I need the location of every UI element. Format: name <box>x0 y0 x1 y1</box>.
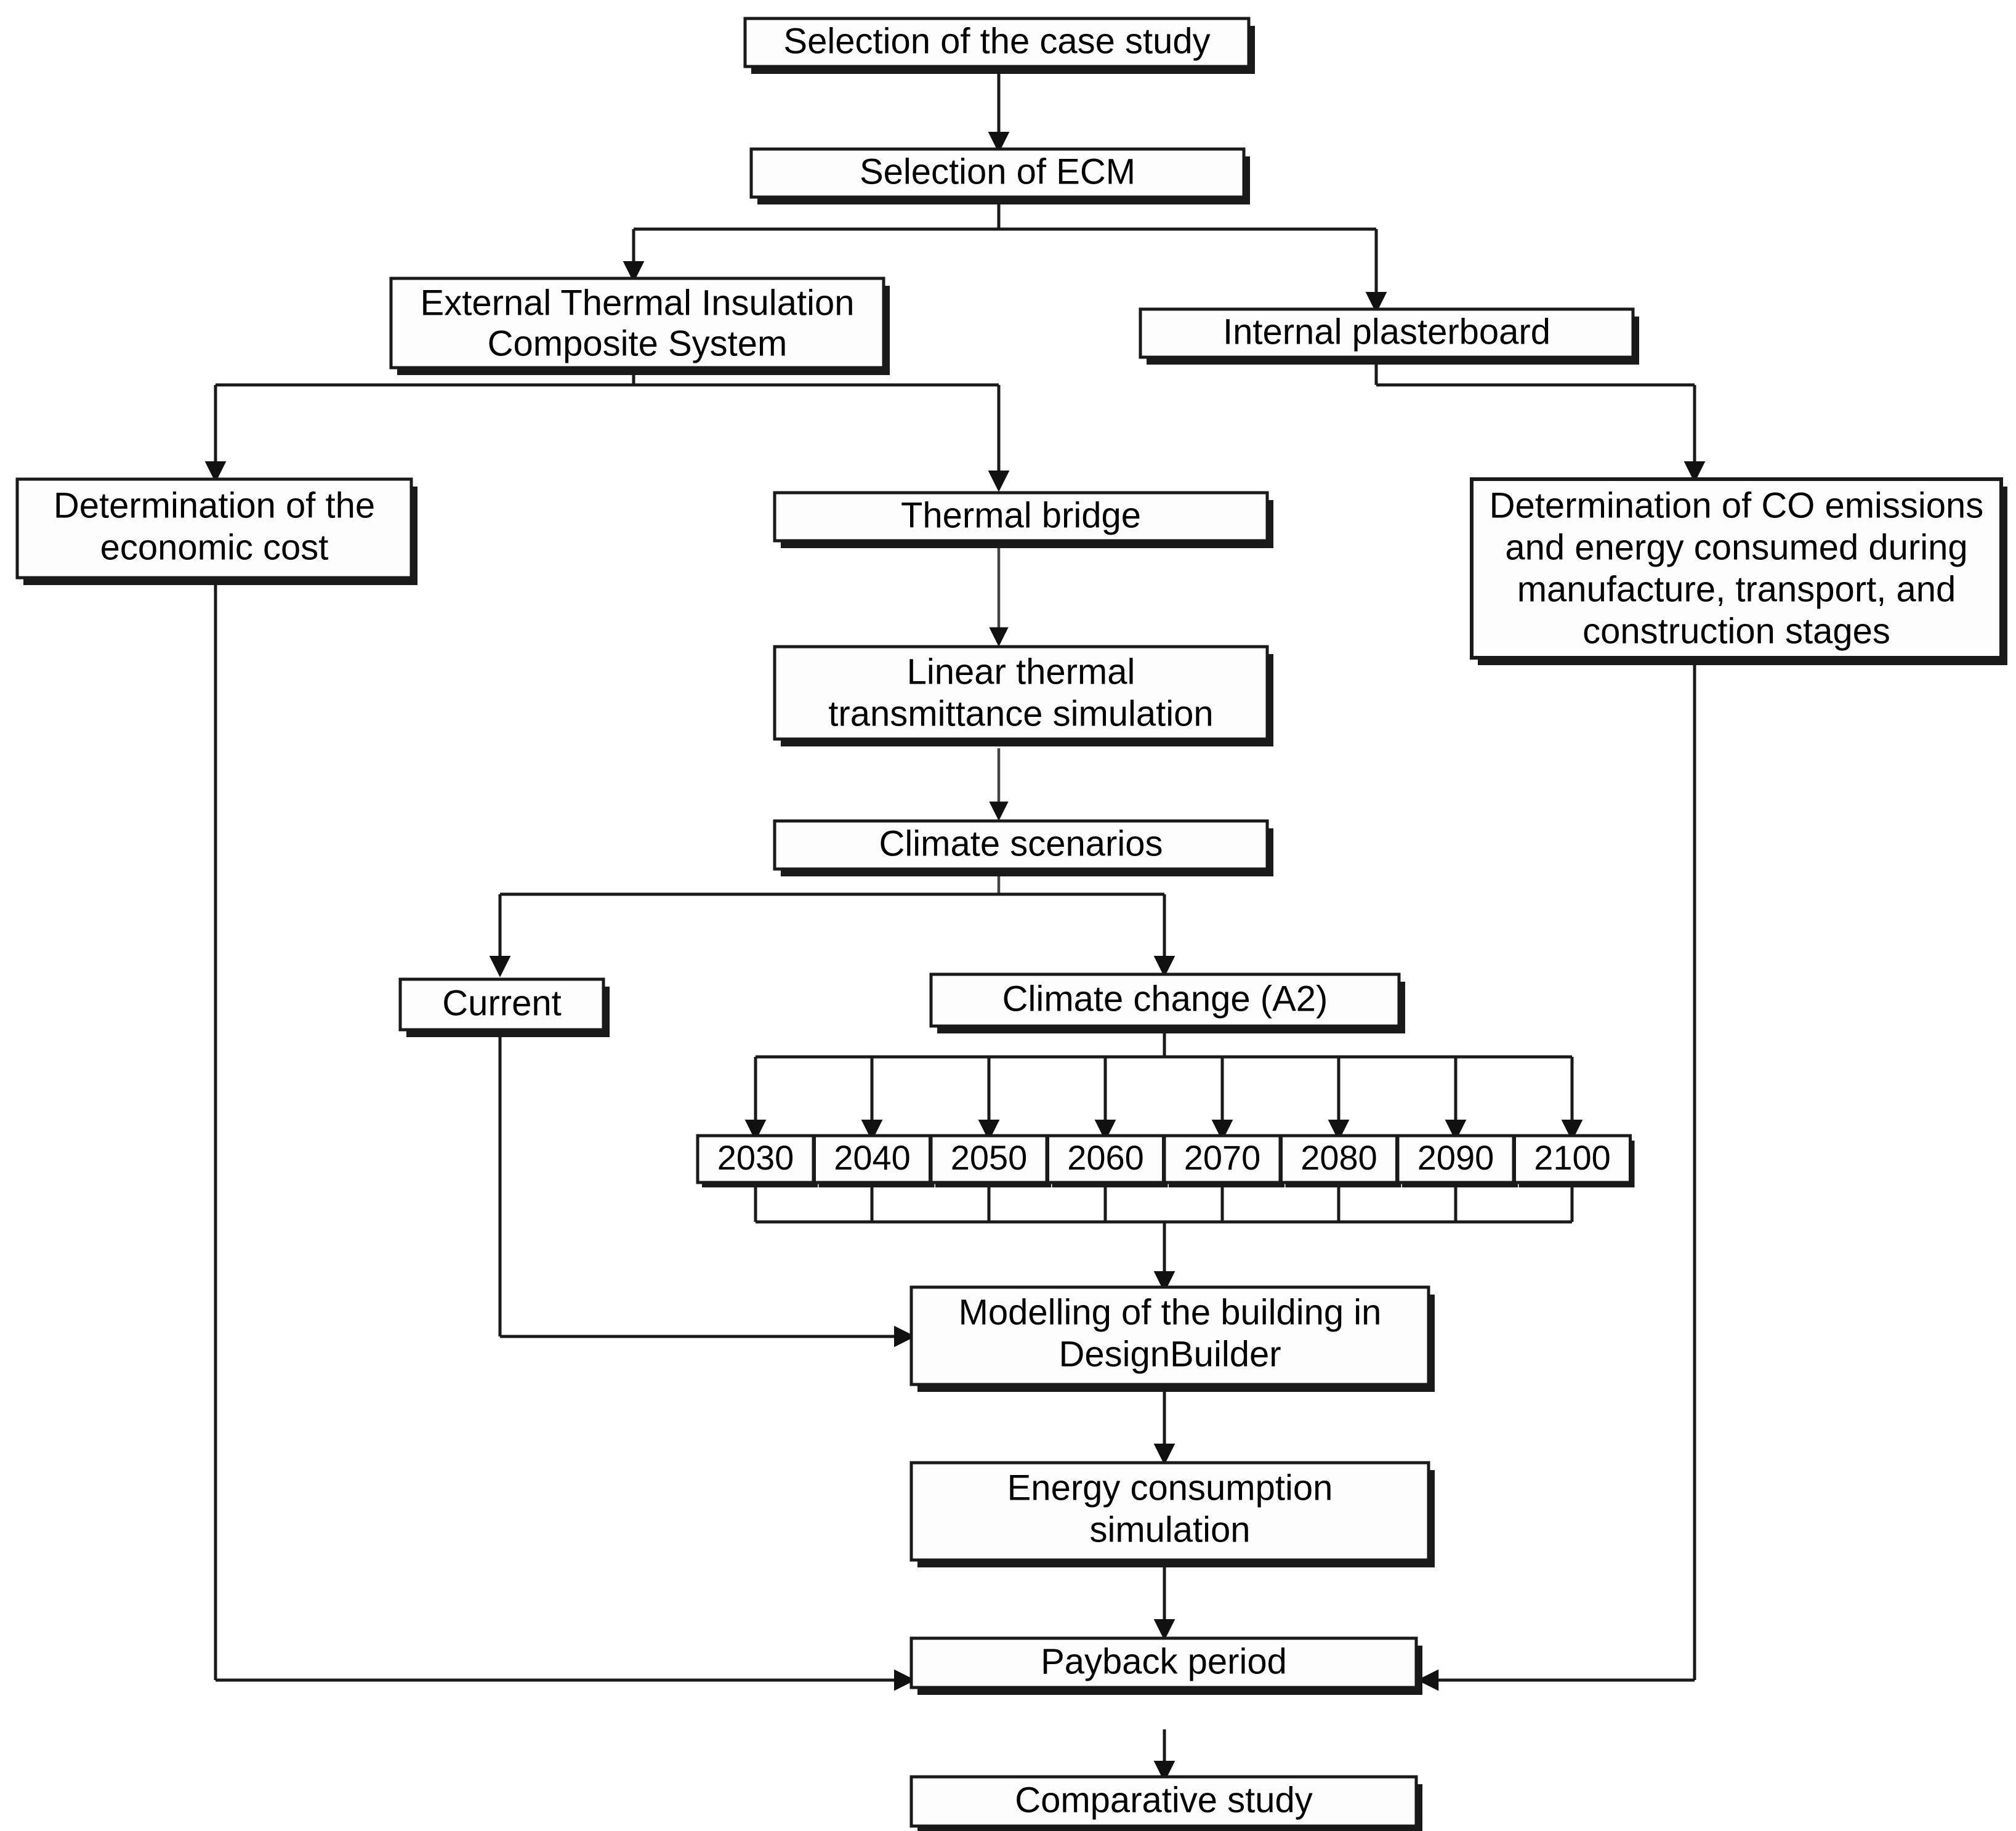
node-label-case-study: Selection of the case study <box>783 21 1210 61</box>
node-comparative-study[interactable]: Comparative study <box>909 1775 1422 1831</box>
node-internal-plasterboard[interactable]: Internal plasterboard <box>1139 307 1639 365</box>
edge-years-merge <box>754 1182 1574 1293</box>
edge-climatechange-to-years <box>744 1027 1583 1141</box>
node-climate-change[interactable]: Climate change (A2) <box>929 972 1405 1033</box>
node-label-payback: Payback period <box>1041 1641 1287 1681</box>
node-label-ecm: Selection of ECM <box>860 152 1135 192</box>
node-label-modelling-line2: DesignBuilder <box>1058 1334 1281 1374</box>
node-label-etics-line1: External Thermal Insulation <box>421 283 855 323</box>
node-label-year-2080: 2080 <box>1300 1138 1377 1177</box>
node-label-comparative: Comparative study <box>1015 1780 1313 1820</box>
node-label-year-2090: 2090 <box>1417 1138 1494 1177</box>
node-modelling-designbuilder[interactable]: Modelling of the building in DesignBuild… <box>909 1285 1435 1392</box>
node-thermal-bridge[interactable]: Thermal bridge <box>773 491 1273 548</box>
node-payback-period[interactable]: Payback period <box>909 1636 1422 1695</box>
node-label-year-2030: 2030 <box>717 1138 794 1177</box>
node-year-2070[interactable]: 2070 <box>1163 1134 1284 1187</box>
edge-etics-split <box>204 366 1010 492</box>
node-label-year-2100: 2100 <box>1534 1138 1611 1177</box>
edge-scenarios-split <box>489 865 1175 977</box>
node-label-linear-line2: transmittance simulation <box>828 693 1213 734</box>
node-label-plasterboard: Internal plasterboard <box>1223 312 1550 352</box>
node-label-co2-line1: Determination of CO emissions <box>1490 485 1984 525</box>
node-selection-ecm[interactable]: Selection of ECM <box>749 147 1250 204</box>
node-label-current: Current <box>442 983 561 1023</box>
node-selection-case-study[interactable]: Selection of the case study <box>743 17 1255 74</box>
node-current[interactable]: Current <box>398 977 610 1037</box>
edge-current-to-modelling <box>498 1030 916 1348</box>
node-linear-thermal-transmittance[interactable]: Linear thermal transmittance simulation <box>773 645 1273 746</box>
node-year-2080[interactable]: 2080 <box>1280 1134 1401 1187</box>
node-label-linear-line1: Linear thermal <box>907 652 1135 692</box>
node-label-economic-line1: Determination of the <box>54 485 375 525</box>
edge-economic-to-payback <box>214 585 916 1691</box>
node-label-climate-scenarios: Climate scenarios <box>879 823 1163 863</box>
node-label-co2-line3: manufacture, transport, and <box>1517 569 1956 609</box>
node-label-year-2040: 2040 <box>834 1138 911 1177</box>
node-label-modelling-line1: Modelling of the building in <box>959 1292 1382 1332</box>
node-etics[interactable]: External Thermal Insulation Composite Sy… <box>389 277 890 375</box>
node-label-energy-line1: Energy consumption <box>1007 1468 1333 1508</box>
node-label-co2-line2: and energy consumed during <box>1505 527 1967 567</box>
edge-co2-to-payback <box>1417 641 1696 1691</box>
node-label-co2-line4: construction stages <box>1583 611 1890 651</box>
node-label-year-2060: 2060 <box>1067 1138 1144 1177</box>
node-year-2030[interactable]: 2030 <box>696 1134 818 1187</box>
node-year-2050[interactable]: 2050 <box>929 1134 1051 1187</box>
node-label-energy-line2: simulation <box>1089 1510 1250 1550</box>
node-co2-emissions[interactable]: Determination of CO emissions and energy… <box>1470 477 2007 665</box>
node-year-2100[interactable]: 2100 <box>1513 1134 1635 1187</box>
node-economic-cost[interactable]: Determination of the economic cost <box>15 477 417 585</box>
node-energy-consumption[interactable]: Energy consumption simulation <box>909 1461 1435 1567</box>
node-label-thermal-bridge: Thermal bridge <box>901 495 1141 535</box>
node-year-2060[interactable]: 2060 <box>1046 1134 1168 1187</box>
node-label-climate-change: Climate change (A2) <box>1002 979 1328 1019</box>
node-label-etics-line2: Composite System <box>488 323 788 363</box>
year-box-group: 2030 2040 2050 2060 2070 2080 2090 2100 <box>696 1134 1635 1187</box>
node-label-economic-line2: economic cost <box>100 527 329 567</box>
node-year-2090[interactable]: 2090 <box>1396 1134 1518 1187</box>
node-climate-scenarios[interactable]: Climate scenarios <box>773 819 1273 876</box>
edge-plasterboard-split <box>1374 351 1706 483</box>
node-year-2040[interactable]: 2040 <box>813 1134 935 1187</box>
node-label-year-2050: 2050 <box>951 1138 1028 1177</box>
node-label-year-2070: 2070 <box>1184 1138 1261 1177</box>
